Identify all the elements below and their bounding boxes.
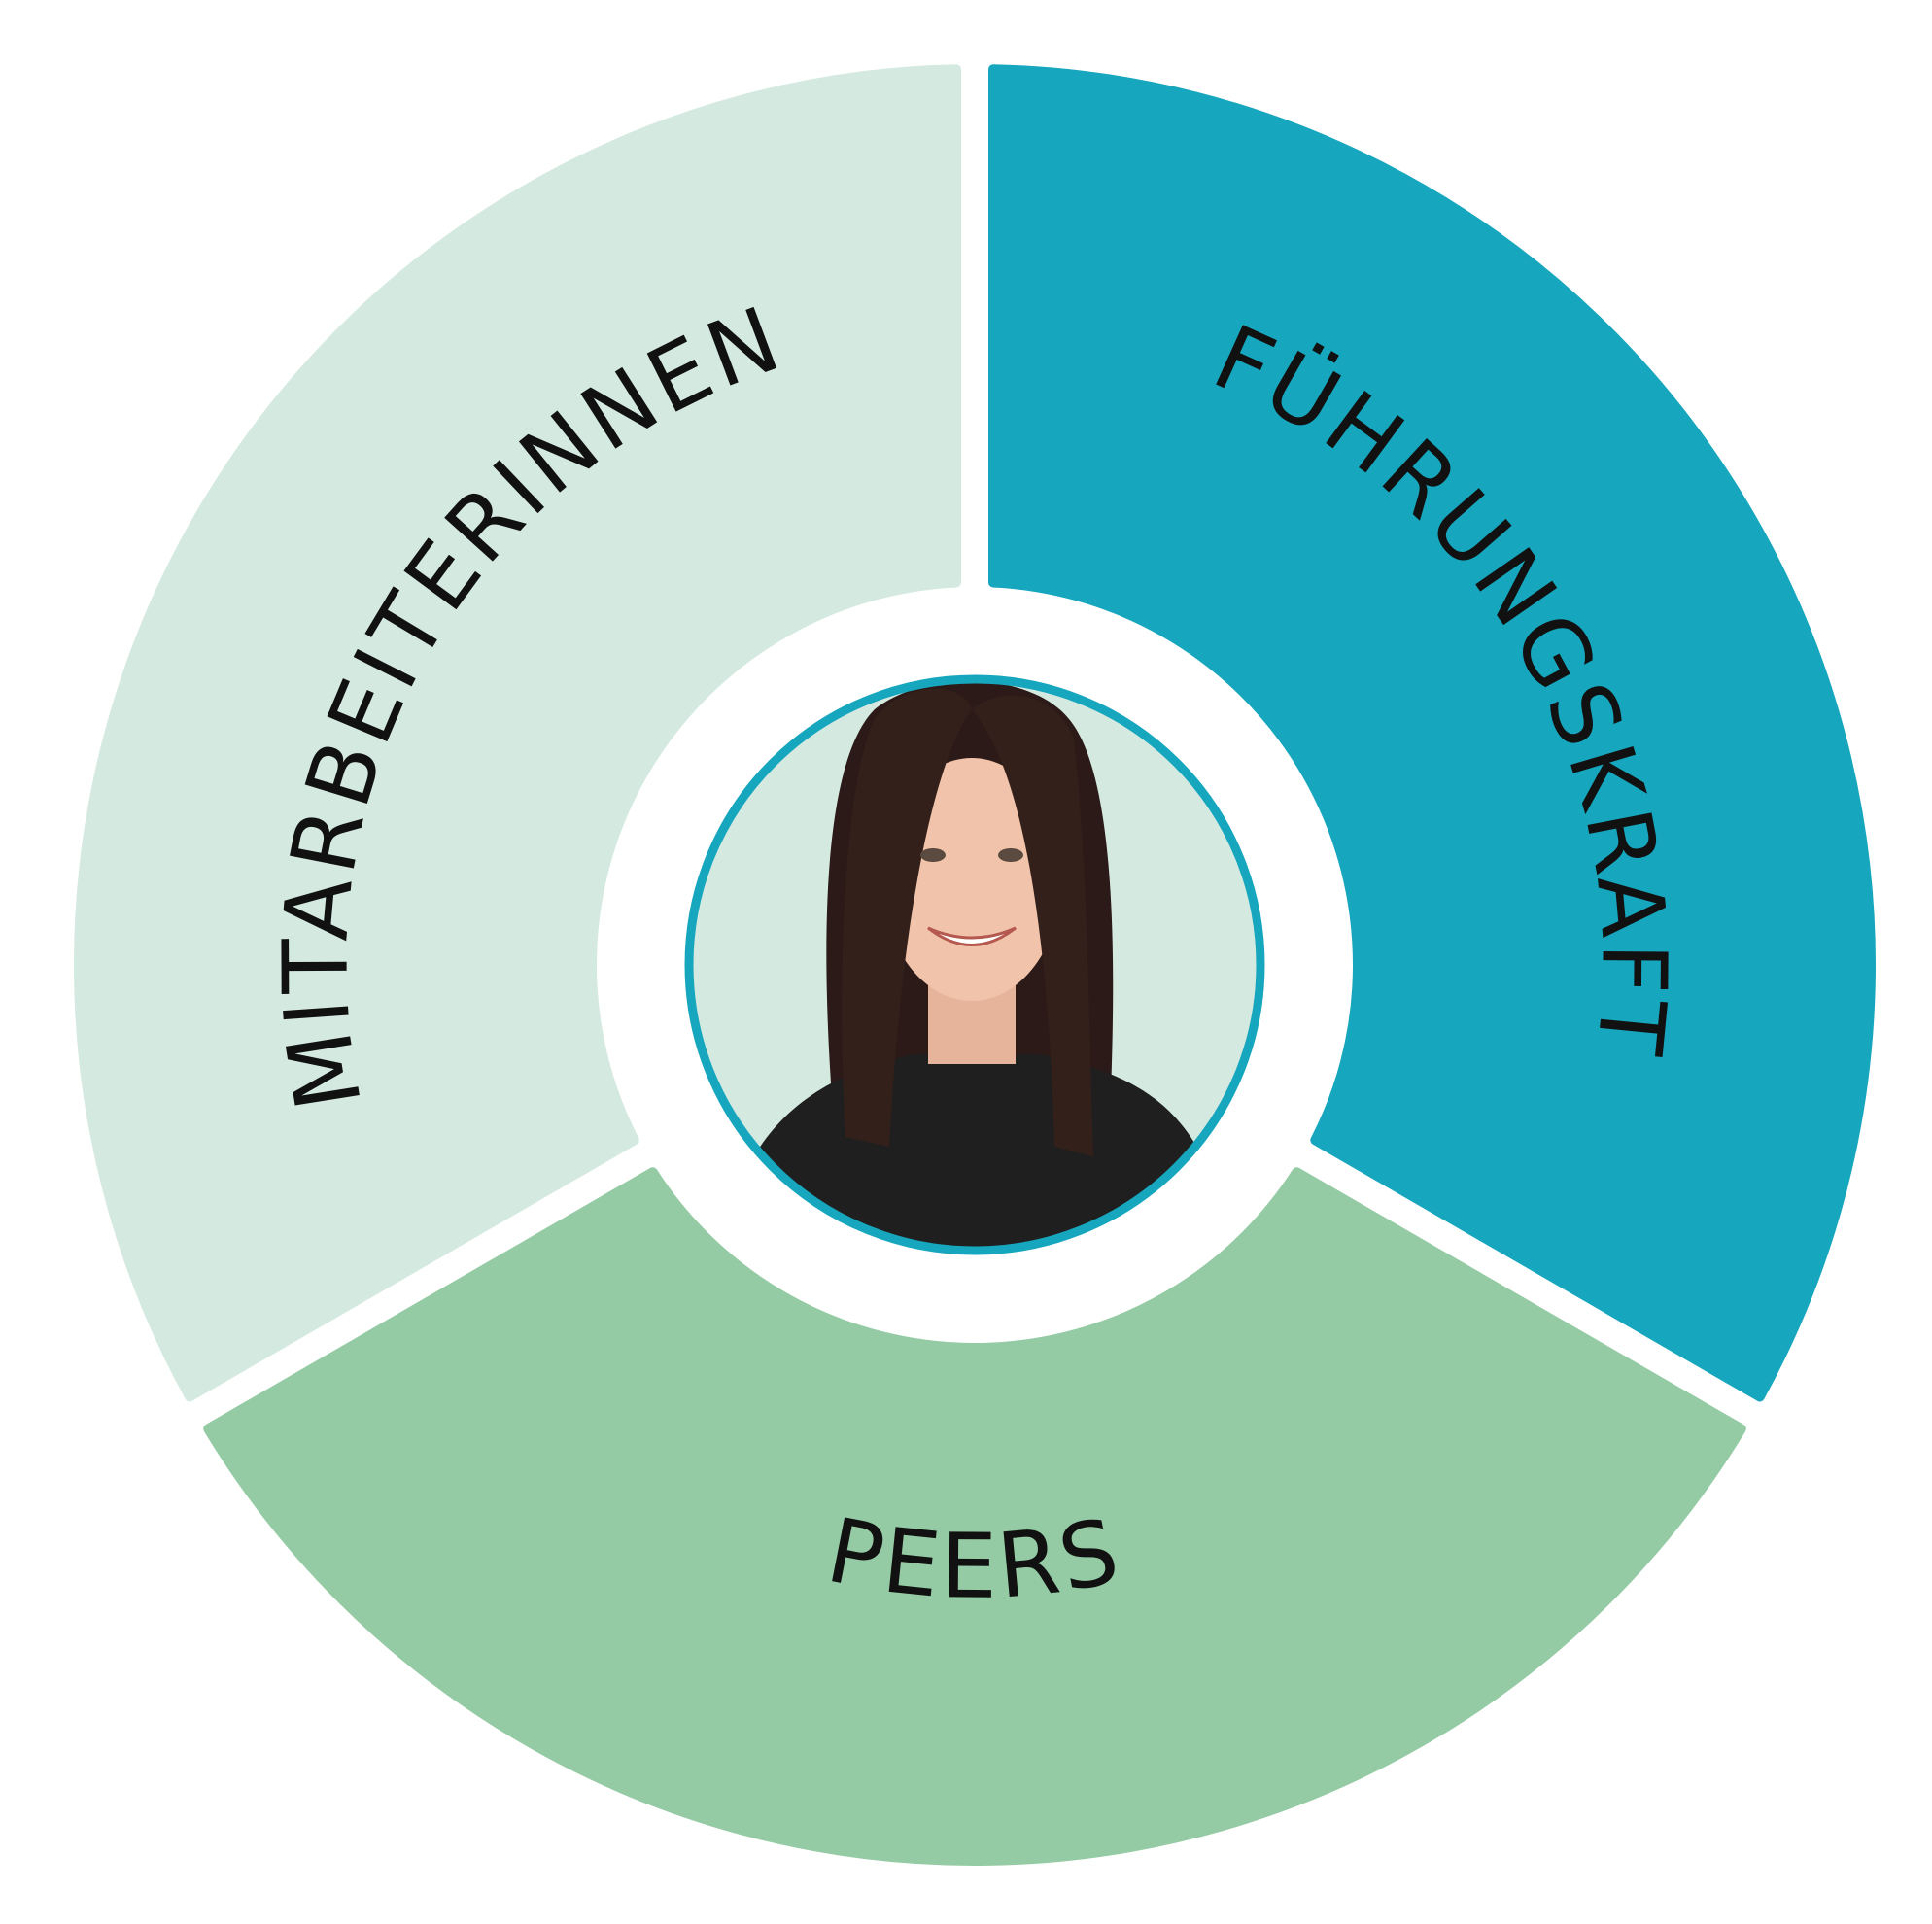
- segment-fuehrungskraft: [988, 64, 1876, 1402]
- portrait-ring: [684, 674, 1265, 1255]
- segment-peers: [203, 1167, 1746, 1866]
- center-portrait-photo: [691, 681, 1259, 1249]
- segment-mitarbeiterinnen: [74, 64, 961, 1402]
- segment-label-peers: PEERS: [819, 1498, 1130, 1619]
